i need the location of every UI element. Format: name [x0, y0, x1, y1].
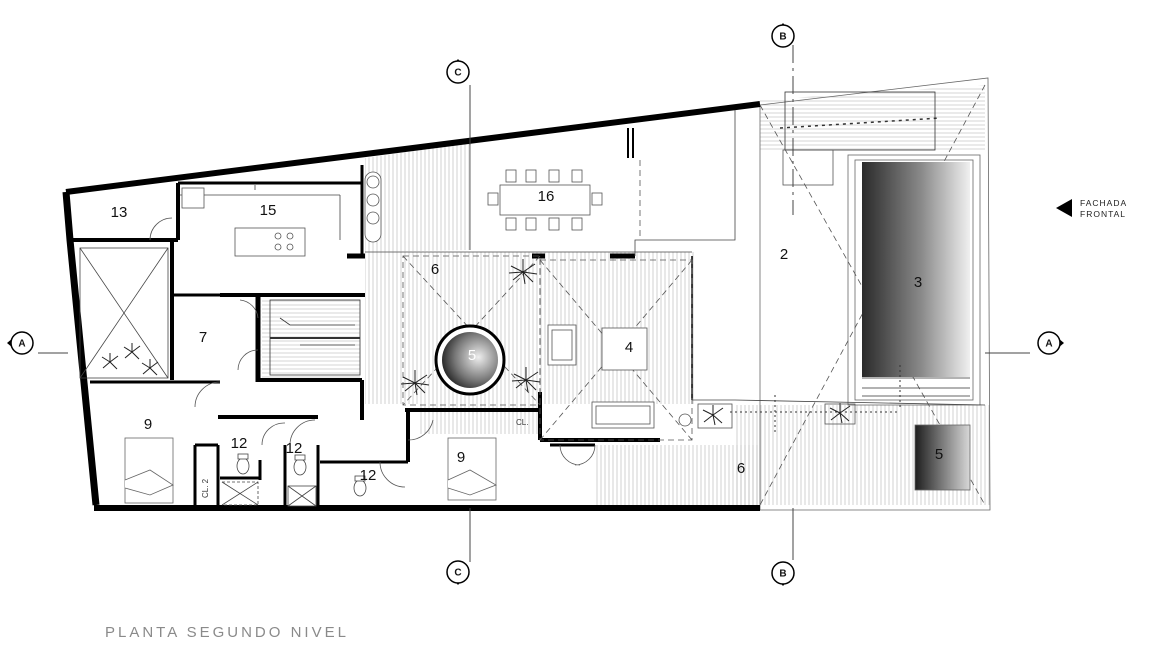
room-number-9-left: 9 [144, 416, 152, 433]
dining-table [487, 169, 603, 231]
bar-stools [364, 171, 382, 243]
section-letter: C [454, 568, 461, 579]
section-marker-c-bottom: C [446, 560, 470, 585]
room-number-5-right: 5 [935, 446, 943, 463]
stair-left [269, 299, 361, 376]
facade-indicator: FACHADA FRONTAL [1056, 198, 1127, 219]
room-number-4: 4 [625, 339, 633, 356]
section-letter: B [779, 32, 786, 43]
room-number-12-b: 12 [286, 440, 303, 457]
room-number-7: 7 [199, 329, 207, 346]
drawing-title: PLANTA SEGUNDO NIVEL [105, 624, 349, 641]
section-marker-c-top: C [446, 59, 470, 84]
facade-label-line-1: FACHADA [1080, 198, 1127, 208]
room-number-12-a: 12 [231, 435, 248, 452]
facade-label-line-2: FRONTAL [1080, 209, 1126, 219]
planters [627, 128, 856, 429]
plant-icons [101, 259, 851, 426]
section-lines [38, 45, 1030, 562]
room-number-12-c: 12 [360, 467, 377, 484]
room-number-6-top: 6 [431, 261, 439, 278]
bath-fixtures [221, 453, 367, 507]
utility-lines [730, 365, 901, 435]
section-letter: A [18, 339, 25, 350]
facade-arrow-icon [1056, 199, 1072, 217]
closet-label-2: CL. 2 [201, 478, 210, 498]
section-letter: C [454, 68, 461, 79]
pool-steps [862, 377, 970, 397]
section-letter: A [1045, 339, 1052, 350]
section-marker-a-left: A [7, 331, 34, 355]
living-furniture [547, 324, 692, 429]
pool-small [914, 424, 971, 491]
pool-large [862, 162, 970, 377]
kitchen-island [181, 187, 306, 257]
section-letter: B [779, 569, 786, 580]
room-number-3: 3 [914, 274, 922, 291]
stair-top-right [779, 91, 941, 151]
room-number-15: 15 [260, 202, 277, 219]
beds [124, 437, 497, 504]
lot-outline [759, 77, 991, 511]
room-number-2: 2 [780, 246, 788, 263]
room-numbers: 13 15 16 2 3 6 7 5 4 9 12 12 12 9 6 5 [111, 188, 944, 484]
section-marker-b-top: B [771, 23, 795, 48]
section-marker-a-right: A [1037, 331, 1064, 355]
room-number-16: 16 [538, 188, 555, 205]
exterior-walls [62, 101, 761, 511]
section-marker-b-bottom: B [771, 561, 795, 586]
circular-light-well [434, 324, 506, 396]
door-swings [149, 217, 596, 488]
room-number-13: 13 [111, 204, 128, 221]
room-number-6-bottom: 6 [737, 460, 745, 477]
room-number-9-right: 9 [457, 449, 465, 466]
interior-lines [79, 110, 986, 406]
room-number-5-center: 5 [468, 347, 476, 364]
closet-label: CL. [516, 418, 528, 427]
